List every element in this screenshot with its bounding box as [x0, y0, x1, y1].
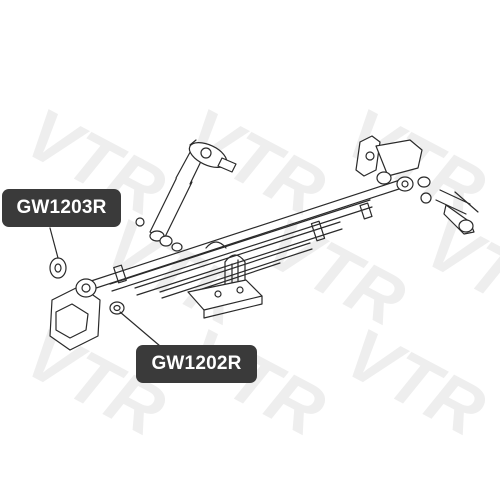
leaf-spring [87, 179, 403, 299]
rear-shackle-assembly [355, 135, 479, 235]
part-number-label-gw1202r: GW1202R [136, 345, 257, 383]
bushing-gw1203r [49, 257, 67, 279]
front-hanger-bracket [49, 278, 101, 351]
watermark-logo: VTR [332, 313, 497, 451]
u-bolt-assembly [187, 241, 263, 319]
watermark-layer: VTRVTRVTRVTRVTRVTRVTRVTRVTR [12, 93, 500, 451]
part-number-label-gw1203r: GW1203R [2, 189, 121, 227]
leader-lines [49, 227, 161, 347]
bushing-gw1202r [109, 301, 125, 315]
suspension-assembly-drawing [49, 135, 479, 351]
shock-absorber [135, 139, 237, 252]
